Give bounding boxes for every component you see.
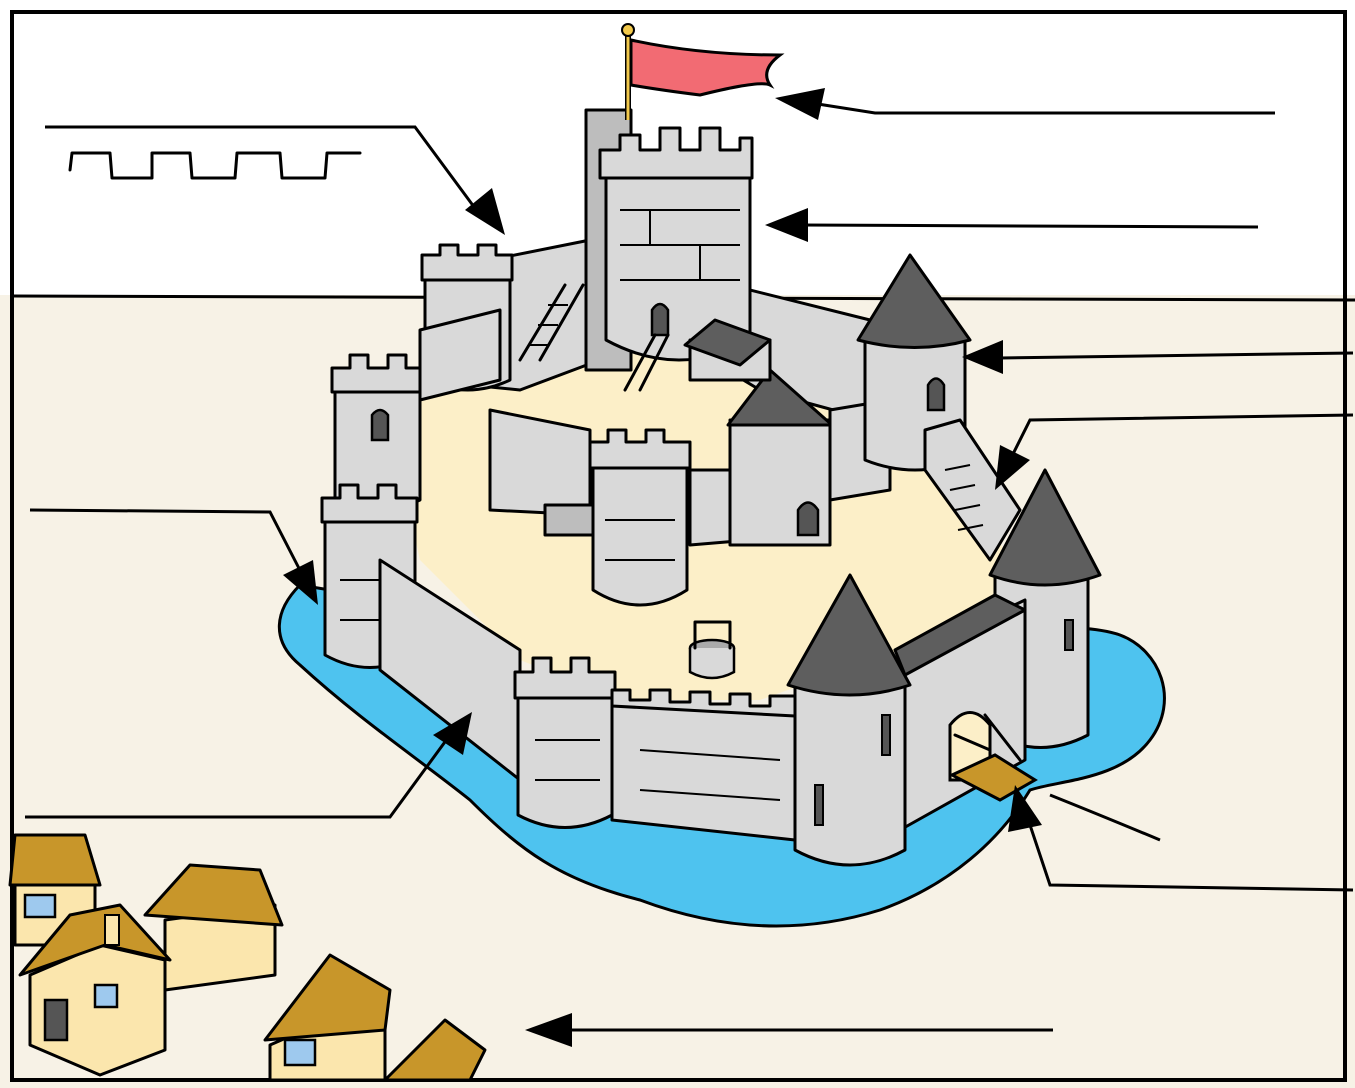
front-curtain-wall	[612, 690, 795, 840]
inner-tower	[590, 430, 690, 605]
front-center-tower	[515, 658, 615, 828]
leader-keep	[800, 225, 1258, 227]
